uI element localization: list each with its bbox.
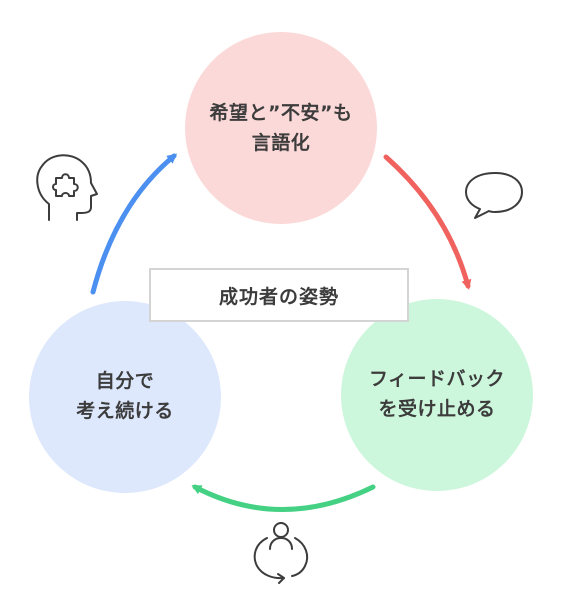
node-left-circle [29, 301, 221, 493]
node-top-line2: 言語化 [251, 132, 311, 154]
node-right-circle [341, 299, 533, 491]
node-left-line2: 考え続ける [76, 400, 174, 422]
arrow-left-to-top [90, 153, 178, 295]
node-left-line1: 自分で [95, 370, 155, 392]
node-right-line1: フィードバック [368, 368, 506, 390]
node-top-label: 希望と”不安”も 言語化 [181, 98, 381, 158]
node-top-circle [185, 32, 377, 224]
node-right-line2: を受け止める [378, 398, 496, 420]
center-label-box: 成功者の姿勢 [149, 268, 409, 322]
node-right-label: フィードバック を受け止める [337, 364, 537, 424]
node-left-label: 自分で 考え続ける [25, 366, 225, 426]
center-label: 成功者の姿勢 [218, 285, 339, 308]
person-cycle-icon [253, 522, 309, 584]
head-puzzle-icon [36, 154, 98, 221]
speech-bubble-icon [465, 172, 523, 219]
arrow-right-to-left [191, 484, 376, 512]
arrow-top-to-right [383, 154, 472, 290]
node-top-line1: 希望と”不安”も [209, 102, 353, 124]
